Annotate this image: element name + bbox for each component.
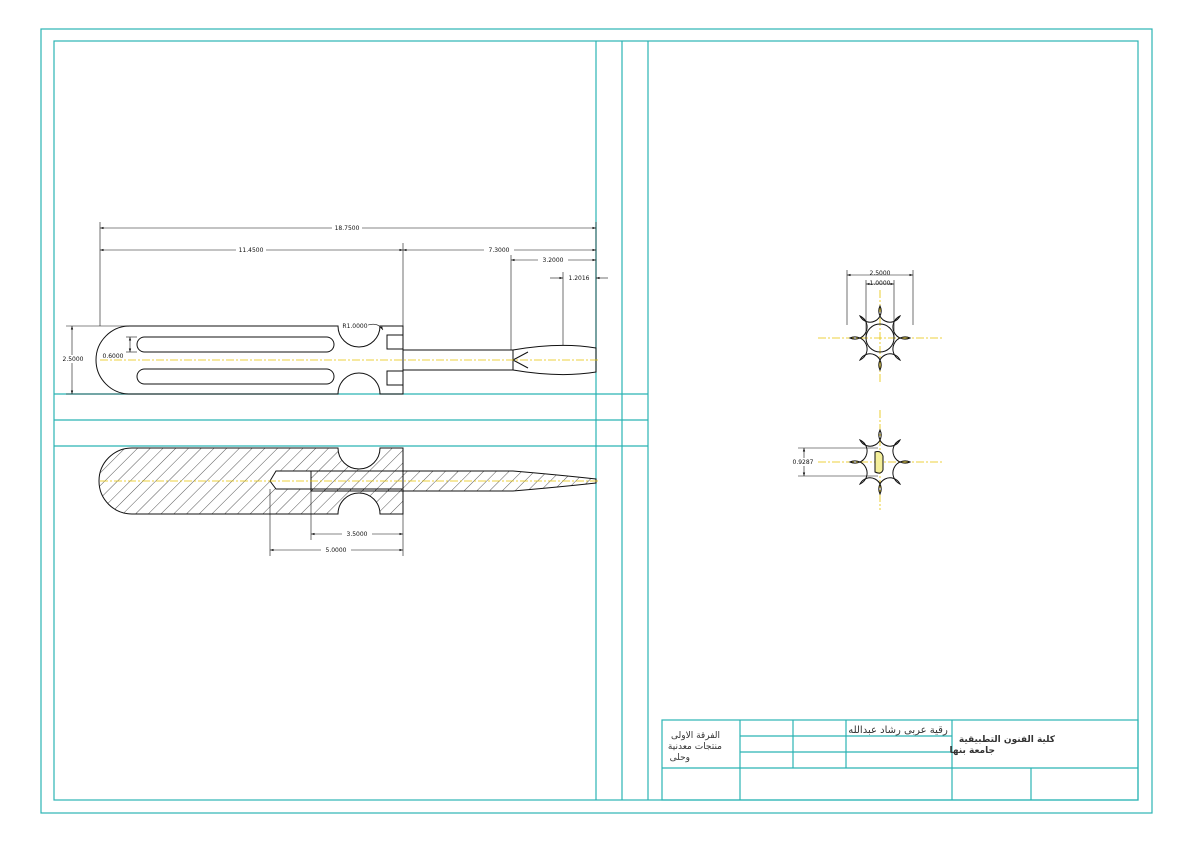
ferrule-top [386, 334, 404, 350]
dim-slot-width: 0.6000 [103, 353, 124, 360]
student-name: رقية عربى رشاد عبدالله [848, 725, 948, 736]
dim-shaft-length: 7.3000 [489, 247, 510, 254]
dim-handle-length: 11.4500 [239, 247, 264, 254]
group-line-3: وحلى [670, 753, 690, 763]
title-block: رقية عربى رشاد عبدالله الفرقة الاولى منت… [661, 719, 1139, 801]
group-line-1: الفرقة الاولى [671, 731, 720, 741]
group-line-2: منتجات معدنية [668, 742, 722, 752]
tip-blade [874, 451, 884, 474]
dim-bore-outer: 5.0000 [326, 547, 347, 554]
dim-slot-radius: R1.0000 [342, 323, 367, 330]
dim-tip-offset: 1.2016 [569, 275, 590, 282]
grip-slot-top [136, 336, 335, 353]
faculty-line-1: كلية الفنون التطبيقية [959, 735, 1056, 745]
dim-tip-thickness: 0.9287 [793, 459, 814, 466]
dim-end-outer: 2.5000 [870, 270, 891, 277]
front-view: 18.7500 11.4500 7.3000 3.2000 1.2016 R1.… [60, 222, 608, 395]
dim-bore-inner: 3.5000 [347, 531, 368, 538]
sheet-frame [40, 28, 1153, 814]
handle-outline [95, 325, 404, 395]
faculty-line-2: جامعة بنها [950, 746, 995, 756]
dim-overall-length: 18.7500 [335, 225, 360, 232]
grip-slot-bottom [136, 368, 335, 385]
knurled-outline-2 [848, 428, 912, 496]
dim-tip-length: 3.2000 [543, 257, 564, 264]
ferrule-bottom [386, 370, 404, 386]
end-view-top: 2.5000 1.0000 [818, 270, 944, 384]
dim-end-inner: 1.0000 [870, 280, 891, 287]
knurled-outline [848, 304, 912, 372]
section-view: 3.5000 5.0000 [98, 447, 600, 556]
dim-handle-width: 2.5000 [63, 356, 84, 363]
end-view-bottom: 0.9287 [790, 410, 944, 510]
